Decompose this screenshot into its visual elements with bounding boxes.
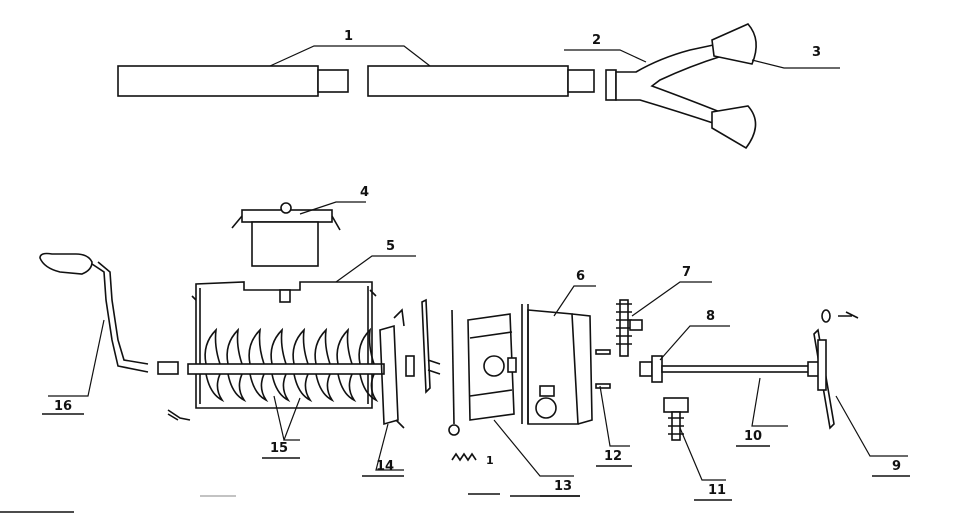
callout-3: 3 [812, 45, 821, 60]
svg-text:1: 1 [344, 29, 353, 44]
part-4-hopper [231, 202, 341, 267]
impeller-blade-upper [248, 327, 265, 365]
part-15-impeller-shaft [187, 327, 385, 403]
callout-4: 4 [360, 185, 369, 200]
callout-13: 13 [540, 479, 580, 497]
impeller-blade-lower [249, 373, 269, 403]
part-11-bevel-gear [663, 397, 689, 441]
svg-text:10: 10 [744, 429, 762, 444]
spring-count: 1 [486, 454, 494, 467]
part-6-fan-housing [521, 304, 593, 425]
part-1-tube-left [117, 65, 349, 97]
svg-text:11: 11 [708, 483, 726, 498]
impeller-blade-upper [292, 327, 309, 365]
part-3-nozzle-top [711, 23, 757, 65]
impeller-blade-upper [336, 327, 353, 365]
part-7-gear [616, 299, 643, 357]
part-3-nozzle-bottom [711, 105, 757, 150]
impeller-blade-upper [314, 327, 331, 365]
cotter-pin [167, 409, 191, 421]
part-14-end-plate [379, 308, 415, 429]
callout-16: 16 [42, 399, 84, 415]
part-16-crank-handle [39, 252, 149, 373]
impeller-blade-upper [270, 327, 287, 365]
impeller-blade-lower [205, 373, 225, 403]
scan-artifact-lines [0, 493, 580, 513]
callout-14: 14 [362, 459, 404, 477]
impeller-blade-lower [315, 373, 335, 403]
leader-lines [48, 45, 908, 481]
impeller-blade-lower [293, 373, 313, 403]
svg-text:16: 16 [54, 399, 72, 414]
part-5-housing [191, 281, 377, 409]
impeller-blade-upper [358, 327, 375, 365]
part-9-gear-disc [813, 309, 859, 430]
callout-12: 12 [596, 449, 632, 467]
part-10-drive-shaft [661, 361, 823, 377]
part-12-pins [595, 349, 611, 389]
impeller-blade-upper [204, 327, 221, 365]
callout-8: 8 [706, 309, 715, 324]
impeller-blade-lower [337, 373, 357, 403]
part-1-tube-right [367, 65, 595, 97]
svg-text:13: 13 [554, 479, 572, 494]
callout-11: 11 [694, 483, 732, 501]
spring: 1 [451, 452, 494, 467]
callout-10: 10 [736, 429, 770, 447]
svg-text:2: 2 [592, 33, 601, 48]
callout-6: 6 [576, 269, 585, 284]
svg-text:3: 3 [812, 45, 821, 60]
callout-9: 9 [872, 459, 910, 477]
svg-text:12: 12 [604, 449, 622, 464]
seal-strip [421, 298, 441, 394]
svg-text:4: 4 [360, 185, 369, 200]
impeller-blade-lower [227, 373, 247, 403]
svg-text:9: 9 [892, 459, 901, 474]
callout-5: 5 [386, 239, 395, 254]
spring-rod [448, 309, 460, 436]
svg-text:14: 14 [376, 459, 394, 474]
coupling-sleeve [157, 361, 179, 375]
impeller-blade-lower [271, 373, 291, 403]
part-13-bracket [467, 313, 517, 421]
svg-text:7: 7 [682, 265, 691, 280]
callout-7: 7 [682, 265, 691, 280]
svg-text:8: 8 [706, 309, 715, 324]
impeller-blade-upper [226, 327, 243, 365]
callout-1: 1 [344, 29, 353, 44]
svg-text:5: 5 [386, 239, 395, 254]
svg-text:6: 6 [576, 269, 585, 284]
callout-15: 15 [262, 441, 300, 459]
impeller-blade-lower [359, 373, 379, 403]
callout-2: 2 [592, 33, 601, 48]
svg-text:15: 15 [270, 441, 288, 456]
part-8-pinion [639, 355, 663, 383]
part-2-y-connector [605, 43, 724, 126]
